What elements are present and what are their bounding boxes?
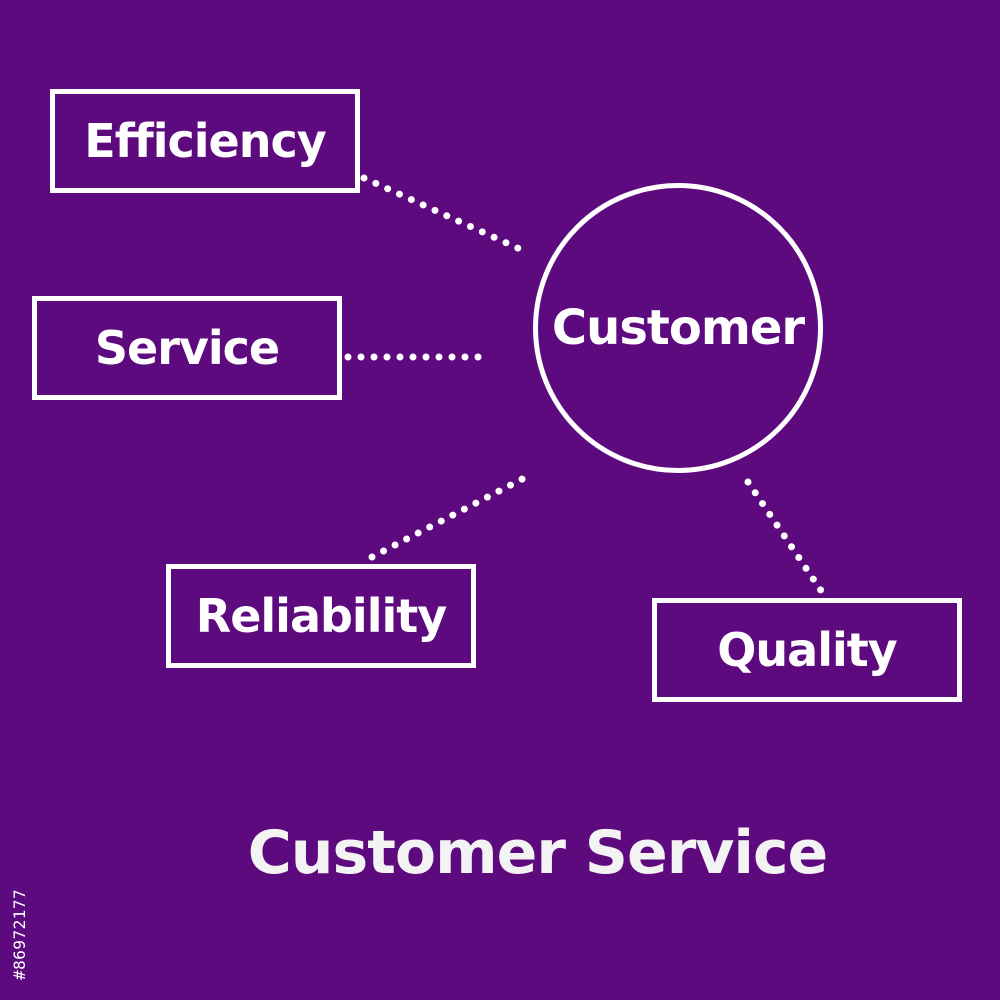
node-quality: Quality	[652, 598, 962, 702]
connector-quality	[744, 478, 826, 596]
connector-reliability	[368, 471, 534, 561]
center-node-customer: Customer	[533, 183, 823, 473]
center-node-label: Customer	[551, 300, 805, 356]
stock-image-id: #86972177	[10, 888, 29, 980]
connector-efficiency	[360, 174, 526, 254]
node-service: Service	[32, 296, 342, 400]
node-reliability: Reliability	[166, 564, 476, 668]
diagram-caption: Customer Service	[247, 818, 829, 888]
node-efficiency: Efficiency	[50, 89, 360, 193]
node-reliability-label: Reliability	[195, 589, 447, 643]
node-efficiency-label: Efficiency	[84, 114, 326, 168]
node-quality-label: Quality	[717, 623, 897, 677]
node-service-label: Service	[94, 321, 280, 375]
